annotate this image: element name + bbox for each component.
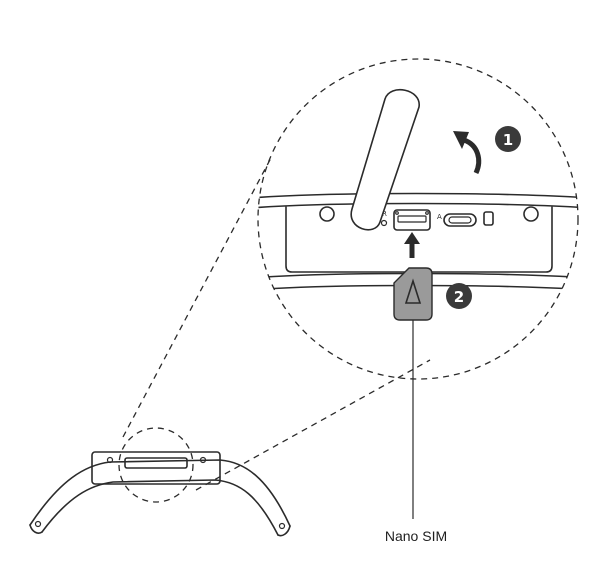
up-arrow-icon	[404, 232, 420, 258]
zoom-circle	[257, 58, 579, 380]
sim-label: Nano SIM	[385, 528, 447, 544]
usb-mark: A	[437, 213, 442, 221]
step-2-badge: 2	[446, 283, 472, 309]
rubber-cover-flap	[350, 89, 420, 231]
usb-port: A	[437, 211, 494, 227]
rotate-arrow-icon	[453, 131, 482, 175]
magnified-view: R A 1	[257, 58, 579, 380]
sim-slot	[393, 209, 431, 231]
reset-hole: R	[380, 210, 388, 227]
screw-right	[523, 206, 539, 222]
zoom-projection-lines	[122, 155, 431, 491]
step-1-badge: 1	[495, 126, 521, 152]
zoom-source-circle	[118, 427, 194, 503]
screw-left	[319, 206, 335, 222]
step-1-number: 1	[503, 131, 513, 149]
step-2-number: 2	[454, 288, 464, 306]
reset-label: R	[382, 210, 387, 218]
sim-callout: Nano SIM	[385, 320, 447, 544]
device-overview	[29, 427, 291, 537]
sim-card-icon	[393, 267, 433, 321]
